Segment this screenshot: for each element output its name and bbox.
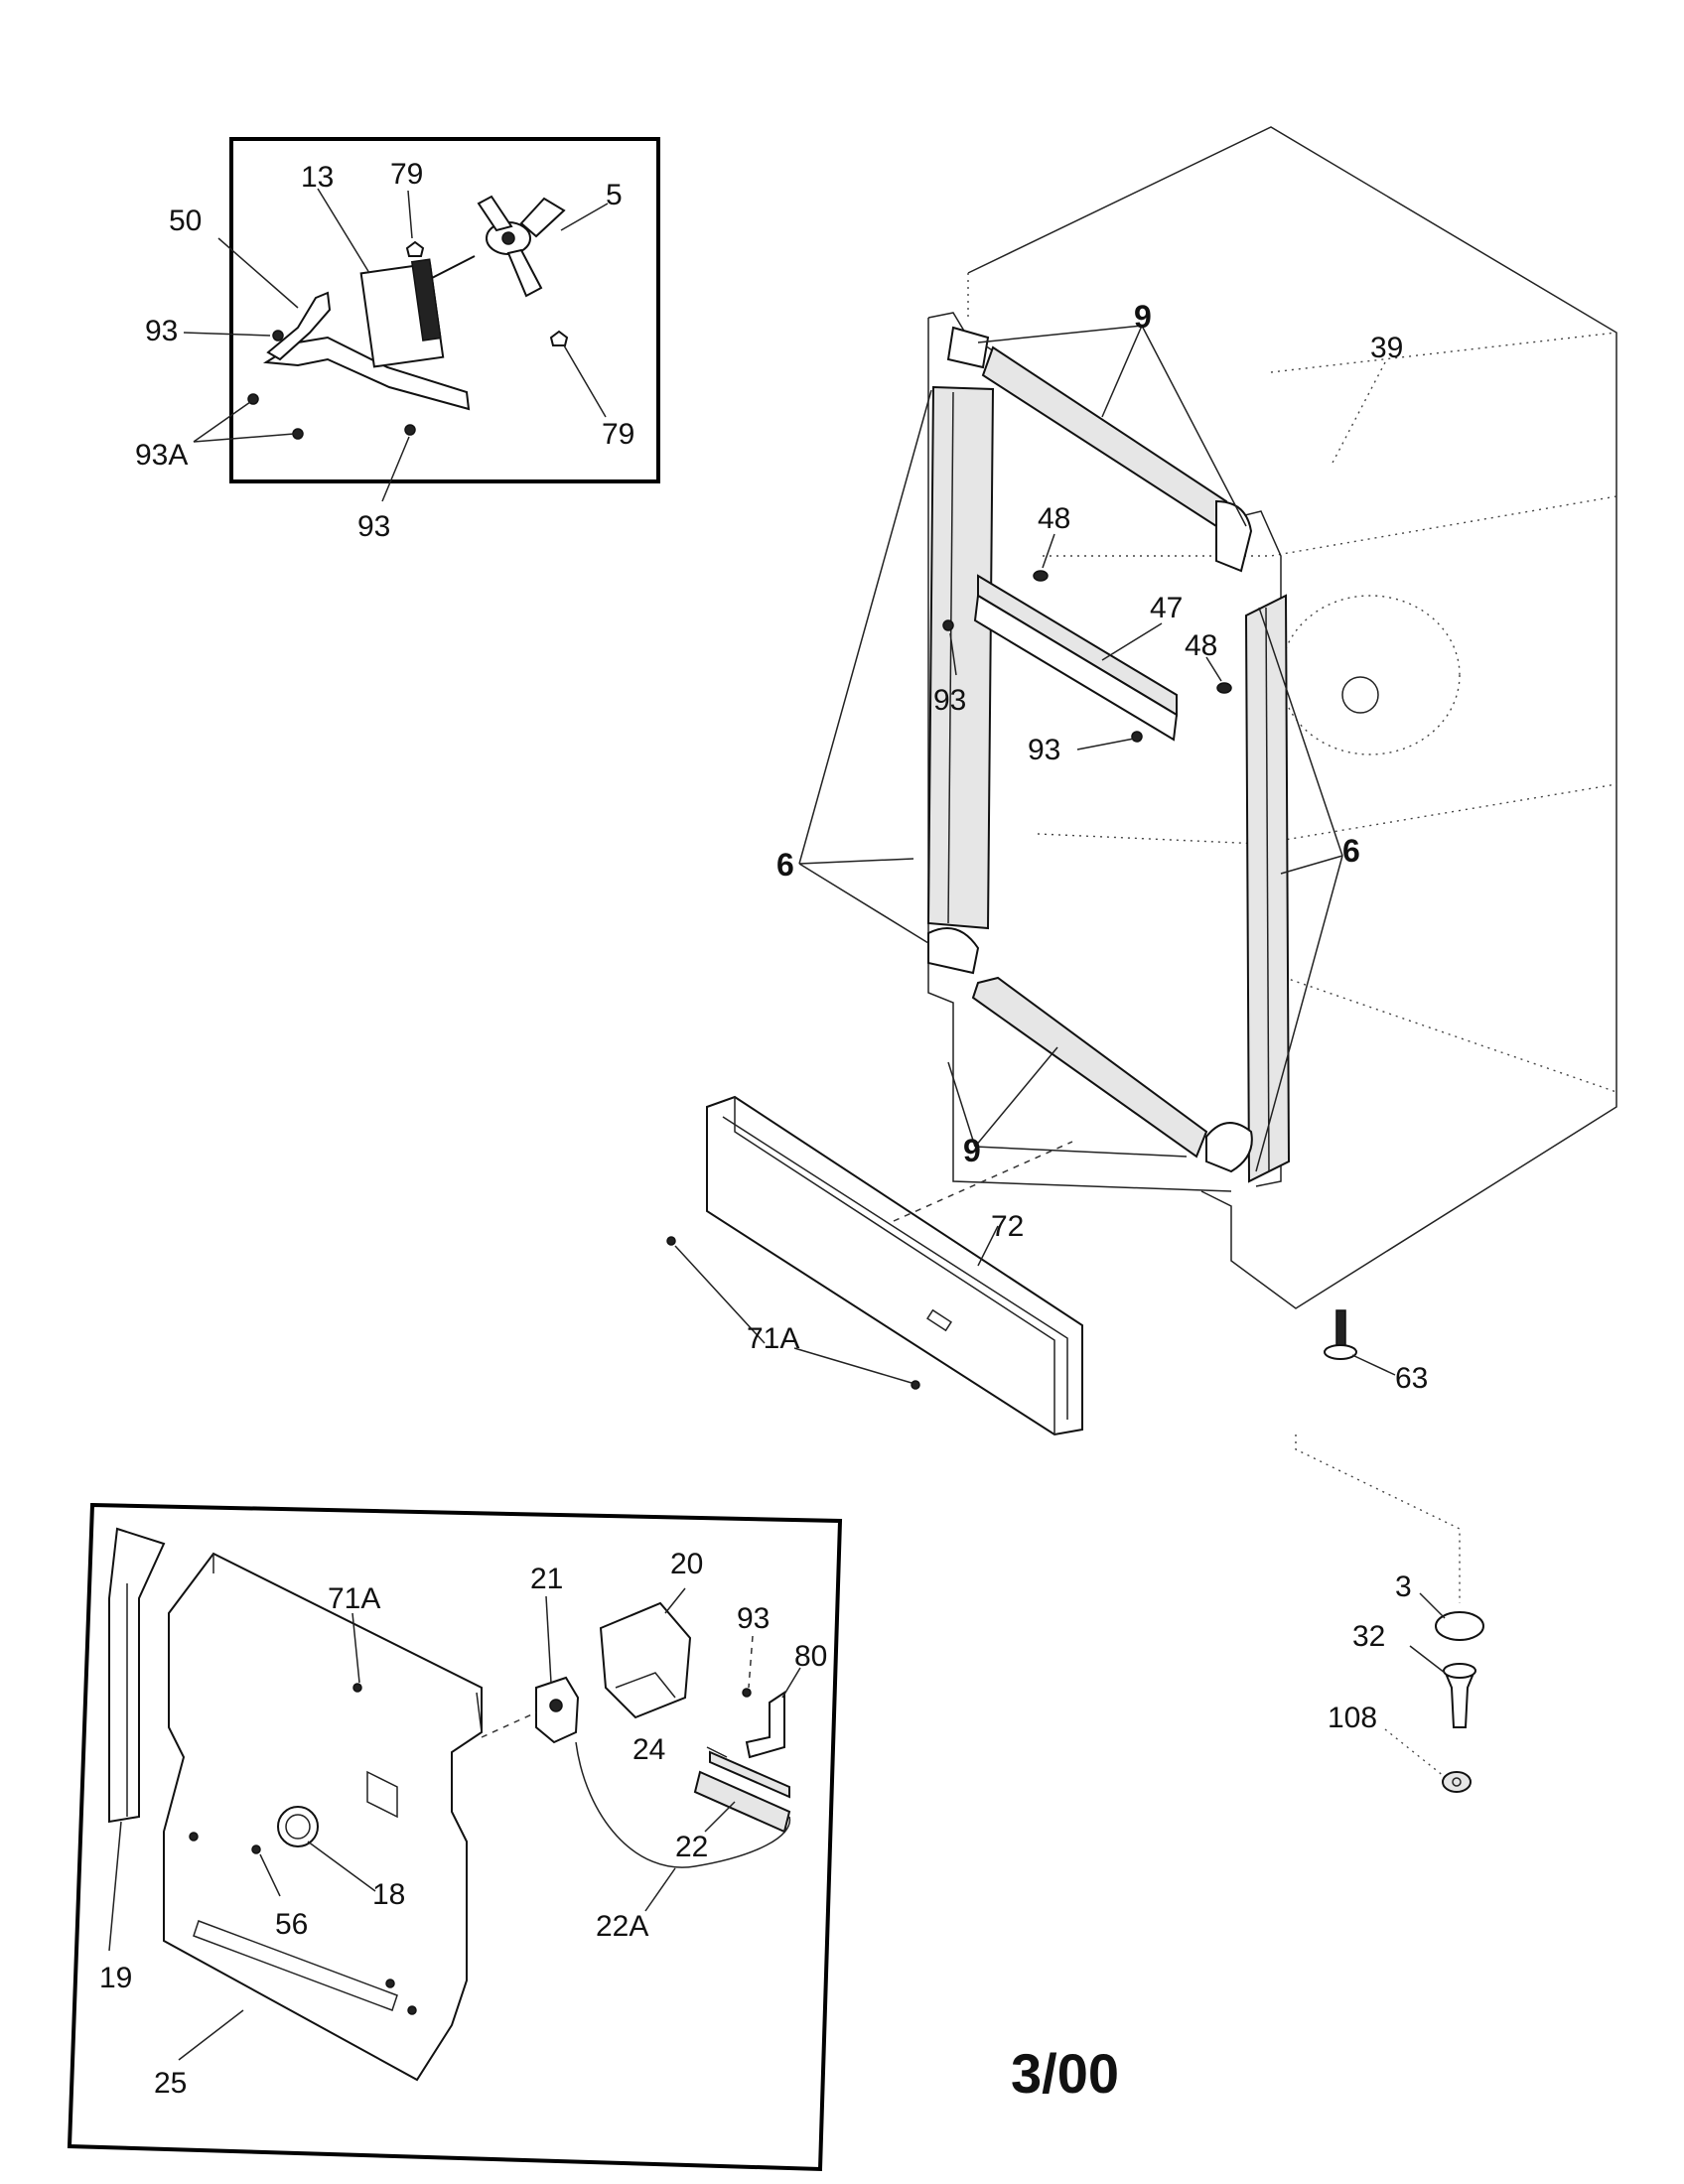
cabinet-outline	[967, 126, 1617, 1309]
screw-71A-left	[666, 1236, 676, 1246]
screw-93-bottom	[404, 424, 416, 436]
screw-93A-b	[292, 428, 304, 440]
label-22: 22	[675, 1831, 708, 1863]
screw-71A-inset	[352, 1683, 362, 1693]
motor-bracket-arm	[266, 291, 332, 361]
back-panel-inset: 71A 21 20 93 80 24 22 18 56 22A 19 25	[67, 1502, 843, 2172]
fan-motor-inset: 13 79 5 50 93 79 93A 93	[135, 137, 660, 543]
screw-93-left	[272, 330, 284, 341]
label-5: 5	[606, 179, 623, 211]
screw-93-b	[1131, 731, 1143, 743]
grommet-48-top	[1033, 570, 1049, 582]
label-19: 19	[99, 1962, 132, 1994]
bracket-80	[745, 1691, 785, 1759]
label-80: 80	[794, 1640, 827, 1673]
panel-label-plate	[366, 1770, 398, 1819]
gasket-9-top	[981, 345, 1228, 528]
label-71A-inset: 71A	[328, 1582, 380, 1615]
leg-cap-3	[1435, 1611, 1484, 1641]
screw-56	[251, 1844, 261, 1854]
leg-nut-108	[1442, 1771, 1472, 1793]
screw-93A-a	[247, 393, 259, 405]
label-6-right: 6	[1342, 833, 1360, 869]
label-24: 24	[632, 1733, 665, 1766]
back-panel-inset-frame	[67, 1502, 843, 2172]
label-22A: 22A	[596, 1910, 648, 1943]
label-93-c: 93	[933, 684, 966, 717]
leg-bolt-63	[1335, 1309, 1346, 1349]
breaker-strip-47	[977, 574, 1178, 717]
strip-19	[108, 1527, 166, 1824]
gasket-9-bottom	[971, 976, 1208, 1159]
cabinet-assembly: 9 39 48 47 48 93 93 6 6 9	[776, 126, 1617, 1309]
motor-shaft	[431, 255, 476, 279]
label-93-left: 93	[145, 315, 178, 347]
wire-22A	[575, 1741, 791, 1868]
heater-24	[709, 1750, 790, 1799]
toe-grille-72	[706, 1095, 1083, 1436]
label-93-d: 93	[1028, 734, 1060, 766]
gasket-6-left	[926, 385, 995, 930]
label-56: 56	[275, 1908, 308, 1941]
corner-bottom-right	[1205, 1122, 1253, 1173]
label-71A-mid: 71A	[747, 1322, 799, 1355]
grommet-79-top	[405, 240, 425, 257]
plug-18	[277, 1806, 319, 1847]
label-93-bottom: 93	[357, 510, 390, 543]
label-25: 25	[154, 2067, 187, 2100]
relay-cover-20	[599, 1601, 692, 1719]
corner-bottom-left	[927, 927, 980, 975]
label-50: 50	[169, 205, 202, 237]
label-20: 20	[670, 1548, 703, 1580]
corner-top-left	[946, 326, 990, 369]
label-48-right: 48	[1185, 629, 1217, 662]
grommet-79-right	[549, 330, 569, 346]
grommet-48-right	[1216, 682, 1232, 694]
label-32: 32	[1352, 1620, 1385, 1653]
label-47: 47	[1150, 592, 1183, 624]
fan-motor-inset-frame	[229, 137, 660, 483]
motor-bracket-50	[262, 336, 471, 411]
fan-blade-5	[477, 195, 566, 298]
label-108: 108	[1328, 1702, 1377, 1734]
label-63: 63	[1395, 1362, 1428, 1395]
label-39: 39	[1370, 332, 1403, 364]
label-13: 13	[301, 161, 334, 194]
cabinet-port	[1341, 676, 1379, 714]
leg-32	[1443, 1670, 1476, 1728]
label-6-left: 6	[776, 847, 794, 883]
leveling-leg: 63 3 32 108	[1295, 1309, 1484, 1793]
fan-motor-coil	[410, 258, 442, 341]
back-panel-25	[163, 1552, 483, 2082]
label-72: 72	[991, 1210, 1024, 1243]
screw-71A-right	[911, 1380, 920, 1390]
date-code: 3/00	[1011, 2042, 1119, 2105]
label-93-inset: 93	[737, 1602, 770, 1635]
screw-93-a	[942, 619, 954, 631]
label-93A-top: 93A	[135, 439, 188, 472]
label-18: 18	[372, 1878, 405, 1911]
label-79-right: 79	[602, 418, 634, 451]
label-9-top: 9	[1134, 299, 1152, 335]
label-9-bottom: 9	[963, 1133, 981, 1168]
label-3: 3	[1395, 1570, 1412, 1603]
label-48-top: 48	[1038, 502, 1070, 535]
leg-washer	[1324, 1344, 1357, 1360]
toe-grille: 72 71A	[666, 1095, 1083, 1436]
screw-93-inset	[742, 1688, 752, 1698]
label-21: 21	[530, 1563, 563, 1595]
corner-top-right	[1215, 499, 1253, 573]
label-79-top: 79	[390, 158, 423, 191]
